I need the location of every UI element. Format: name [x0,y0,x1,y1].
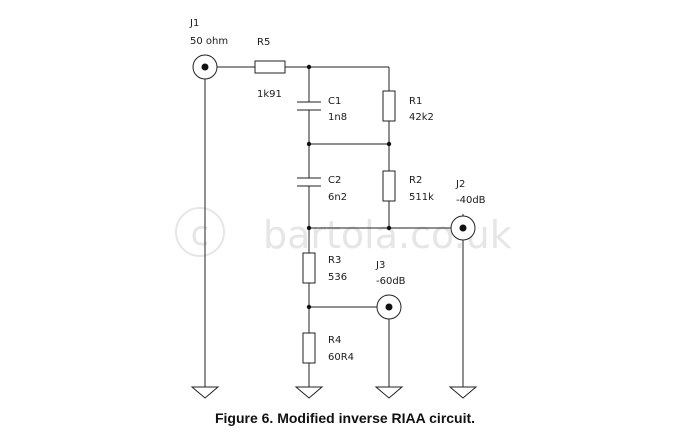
watermark-text: bartola.co.uk [263,213,512,257]
r5-value: 1k91 [257,89,282,100]
resistor-r4-icon [302,332,316,364]
junction-dot [386,141,392,147]
resistor-r3-icon [302,252,316,284]
c1-value: 1n8 [328,112,347,123]
junction-dot [306,225,312,231]
junction-dot [386,225,392,231]
r1-value: 42k2 [409,112,434,123]
j1-value: 50 ohm [190,36,228,47]
r1-ref: R1 [409,96,422,107]
r2-ref: R2 [409,175,422,186]
r3-value: 536 [328,272,347,283]
r4-ref: R4 [328,335,341,346]
j2-ref: J2 [455,179,465,190]
svg-text:c: c [191,214,210,254]
c2-value: 6n2 [328,192,347,203]
resistor-r2-icon [382,170,396,202]
ground-icon [374,386,404,399]
junction-dot [306,141,312,147]
capacitor-c1-icon [297,101,321,111]
r4-value: 60R4 [328,352,354,363]
r3-ref: R3 [328,255,341,266]
ground-icon [294,386,324,399]
coaxial-connector-j3-icon [376,294,402,320]
ground-icon [448,386,478,399]
junction-dot [306,64,312,70]
figure-caption: Figure 6. Modified inverse RIAA circuit. [215,410,475,426]
r5-ref: R5 [257,37,270,48]
copyright-circle-icon [175,207,225,257]
coaxial-connector-j1-icon [192,54,218,80]
j3-ref: J3 [375,260,385,271]
resistor-r5-icon [254,60,286,74]
junctions [306,64,392,310]
c2-ref: C2 [328,175,341,186]
r2-value: 511k [409,192,434,203]
resistor-r1-icon [382,90,396,122]
coaxial-connector-j2-icon [450,215,476,241]
junction-dot [306,304,312,310]
ground-icon [190,386,220,399]
capacitor-c2-icon [297,177,321,187]
j2-value: -40dB [456,195,486,206]
j3-value: -60dB [376,276,406,287]
j1-ref: J1 [189,18,199,29]
c1-ref: C1 [328,96,341,107]
